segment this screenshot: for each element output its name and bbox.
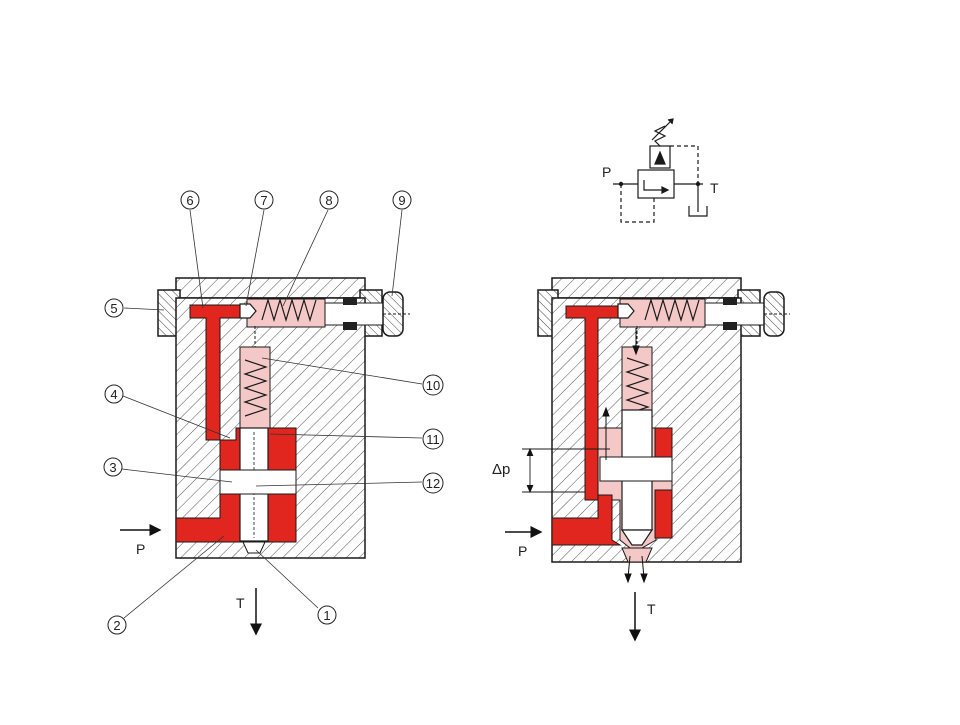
symbol-tank: [688, 206, 708, 217]
callout-2: 2: [107, 615, 127, 635]
right-housing-red-lower: [654, 489, 673, 539]
left-pilot-spring: [261, 297, 317, 323]
left-orifice-bore: [219, 469, 297, 495]
svg-text:5: 5: [110, 301, 117, 316]
left-pilot-poppet: [239, 303, 257, 319]
right-dp-dimension: [522, 447, 610, 494]
symbol-port-t-label: T: [710, 180, 719, 196]
right-main-spring: [625, 357, 650, 415]
left-pilot-spring-chamber: [246, 298, 326, 328]
callout-12: 12: [422, 472, 444, 494]
callout-8: 8: [319, 190, 339, 210]
svg-text:3: 3: [109, 460, 116, 475]
right-port-t-label: T: [647, 601, 656, 617]
right-flow-arrows: [602, 328, 648, 584]
left-top-cap: [175, 277, 366, 299]
right-pilot-poppet-open: [617, 303, 635, 319]
svg-text:12: 12: [426, 476, 440, 491]
right-top-cap: [551, 277, 742, 299]
right-adjust-bore: [704, 302, 768, 326]
callout-7: 7: [254, 190, 274, 210]
left-tank-outlet: [242, 541, 266, 554]
callout-3: 3: [103, 457, 123, 477]
right-port-p-label: P: [518, 543, 527, 559]
right-inlet-channel: [551, 494, 622, 546]
svg-text:7: 7: [260, 193, 267, 208]
callout-1: 1: [317, 605, 337, 625]
left-port-t-label: T: [236, 595, 245, 611]
svg-text:6: 6: [186, 193, 193, 208]
svg-text:2: 2: [113, 618, 120, 633]
callout-4: 4: [104, 384, 124, 404]
left-adjust-seal: [343, 297, 357, 305]
left-leader-lines: [121, 209, 423, 619]
callout-6: 6: [180, 190, 200, 210]
right-dp-label: Δp: [492, 461, 510, 478]
svg-text:4: 4: [110, 387, 117, 402]
svg-text:1: 1: [323, 608, 330, 623]
callout-11: 11: [422, 428, 444, 450]
symbol-port-p-label: P: [602, 164, 611, 180]
callout-10: 10: [422, 374, 444, 396]
callout-5: 5: [104, 298, 124, 318]
right-orifice-bore: [599, 456, 673, 482]
left-adjust-bore: [324, 302, 388, 326]
right-valve: Δp P T: [492, 277, 790, 642]
left-valve: P T 6 7: [103, 190, 444, 636]
left-port-p-label: P: [136, 541, 145, 557]
left-callouts: 6 7 8 9 5 4 3: [103, 190, 444, 635]
svg-text:11: 11: [426, 432, 440, 447]
callout-9: 9: [392, 190, 412, 210]
svg-text:9: 9: [398, 193, 405, 208]
svg-text:8: 8: [325, 193, 332, 208]
symbol-spring: [653, 125, 667, 147]
left-adjust-seal-b: [343, 322, 357, 330]
right-pilot-spring: [644, 297, 700, 323]
svg-text:10: 10: [426, 378, 440, 393]
hydraulic-symbol: [613, 118, 708, 223]
left-main-spring: [243, 359, 268, 417]
